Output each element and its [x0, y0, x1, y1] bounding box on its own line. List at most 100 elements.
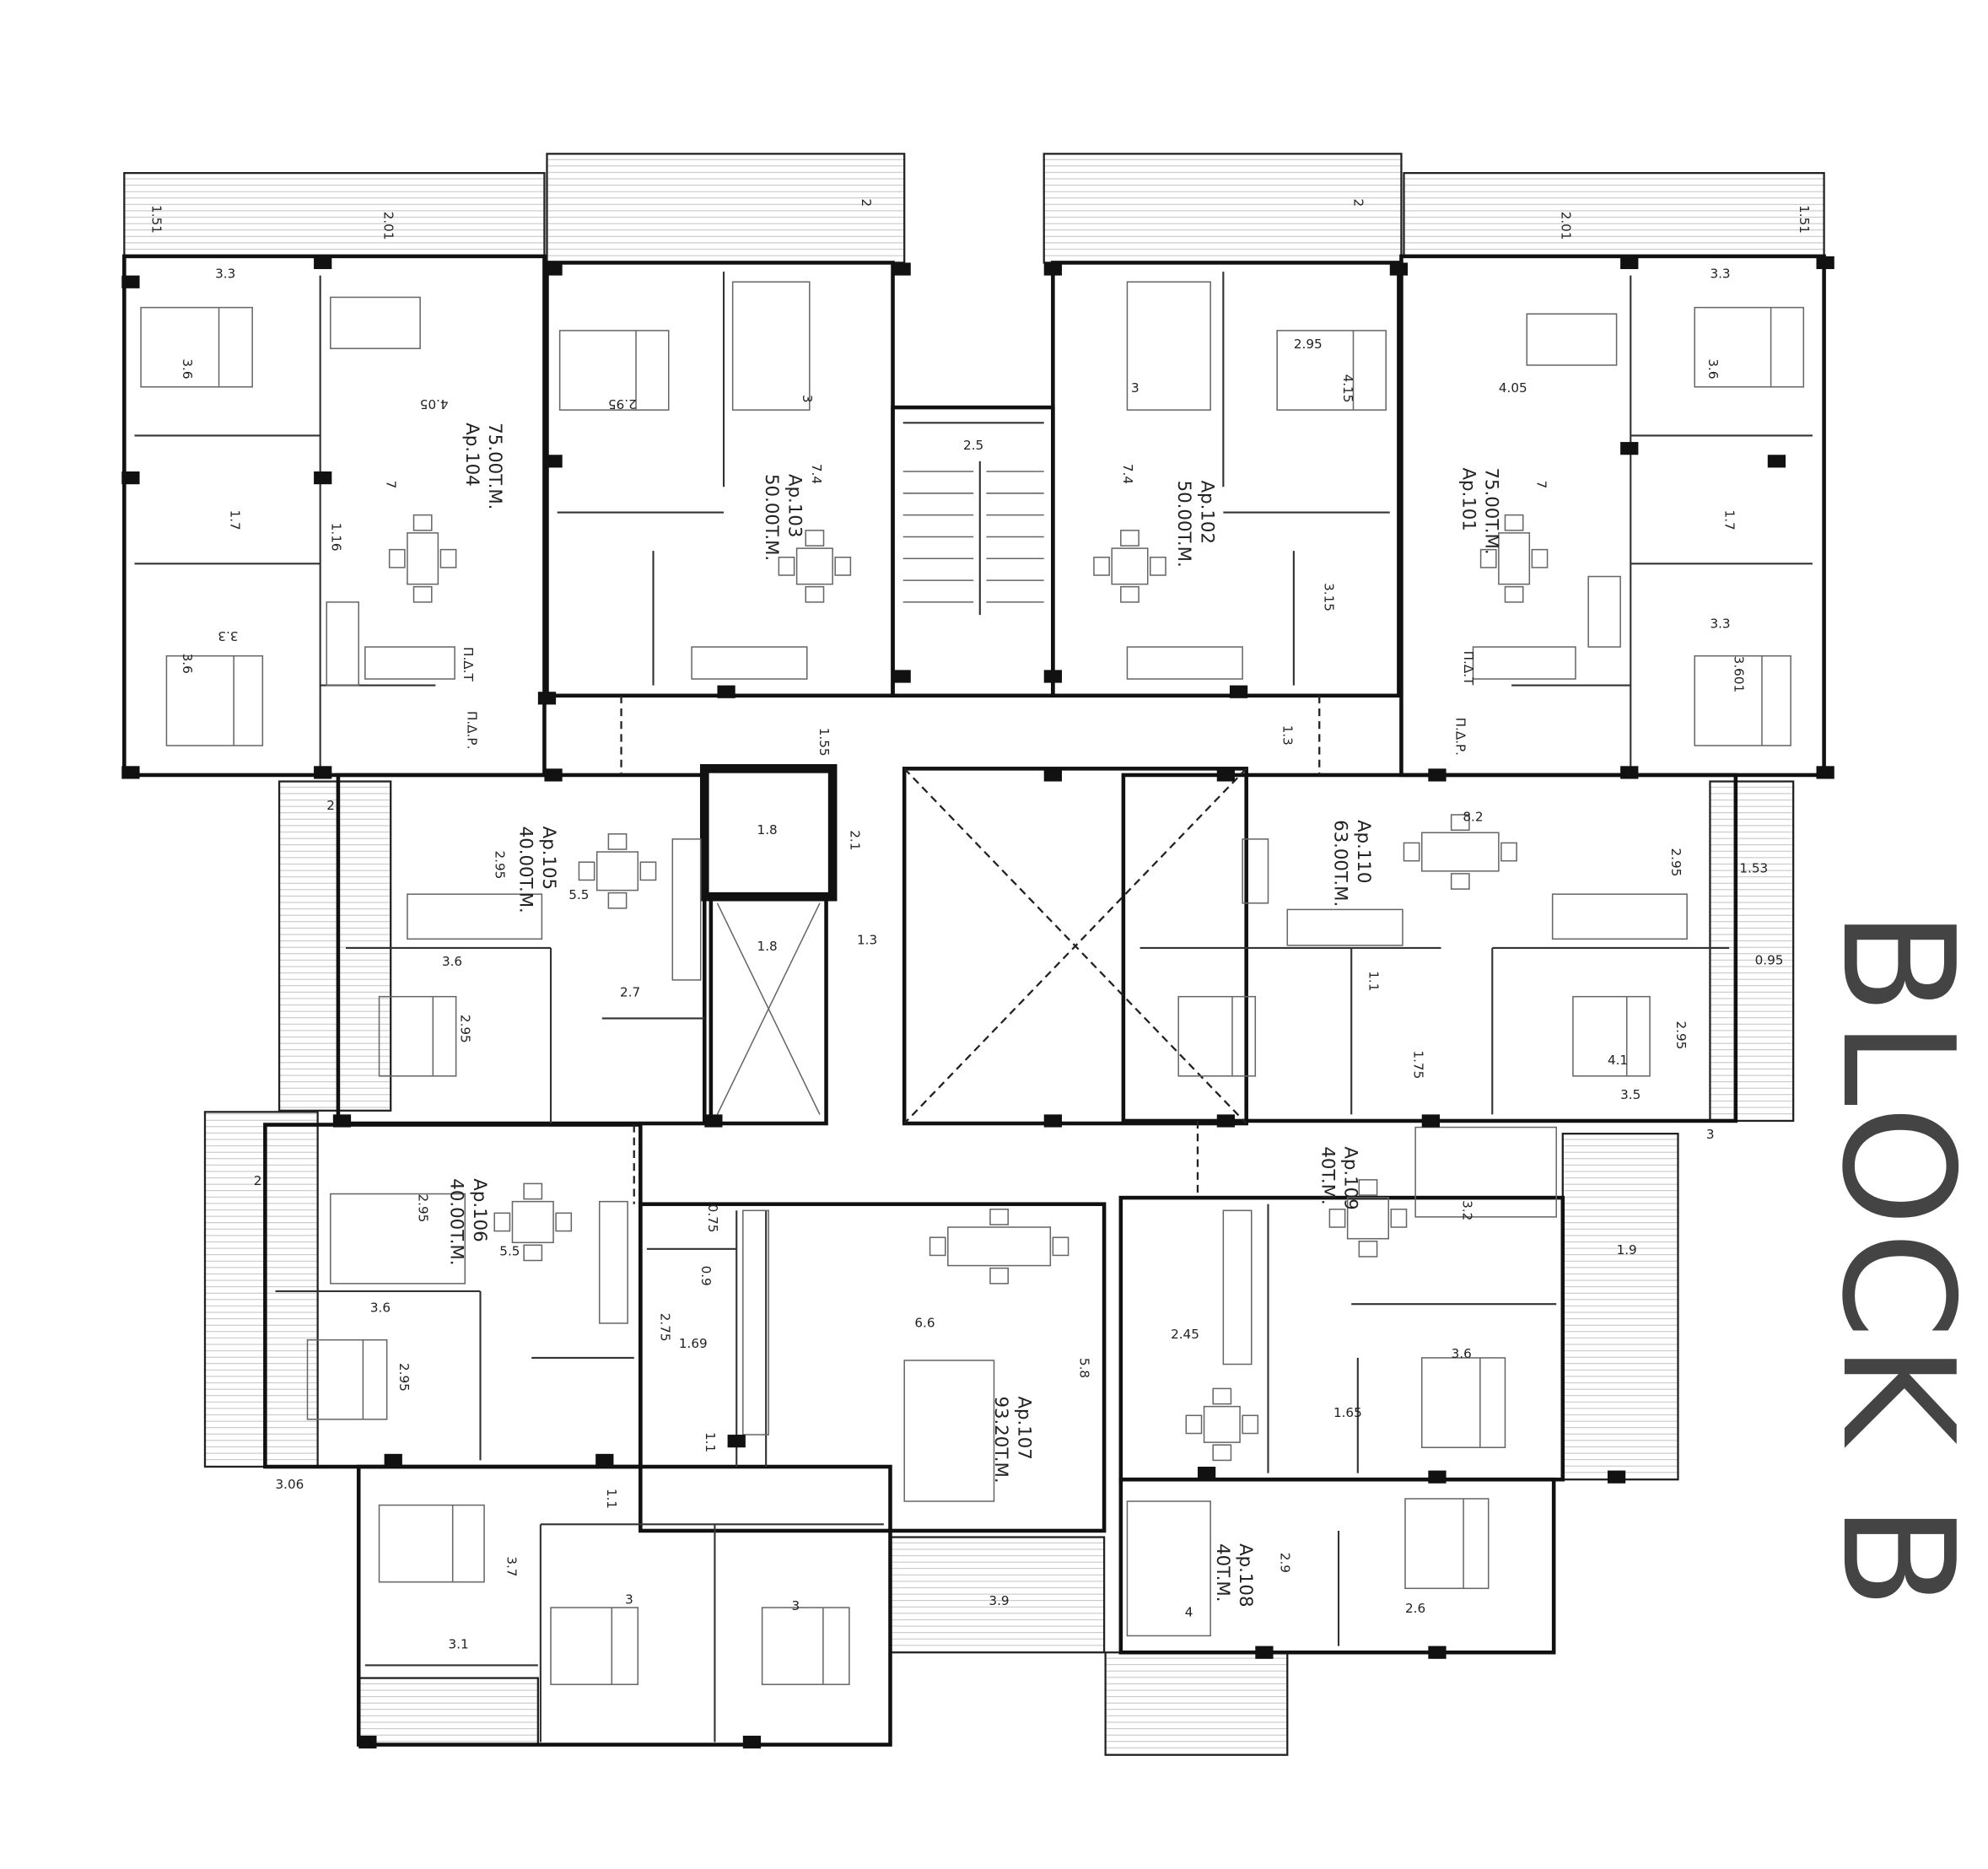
bed — [550, 1607, 639, 1685]
apartment-label: Ap.105 — [538, 827, 559, 890]
dining-table — [1346, 1197, 1390, 1240]
bed — [1177, 995, 1257, 1077]
chair — [1504, 514, 1524, 531]
dimension-label: 0.75 — [705, 1204, 720, 1233]
dimension-label: 1.16 — [328, 523, 343, 552]
bed — [1404, 1498, 1490, 1590]
dining-table — [1420, 832, 1500, 872]
structural-pillar — [1428, 1645, 1447, 1659]
dimension-label: 0.95 — [1755, 953, 1784, 968]
chair — [834, 556, 852, 576]
structural-pillar — [1620, 442, 1639, 455]
bed — [165, 654, 264, 746]
chair — [1450, 873, 1470, 890]
kitchen-counter — [1286, 908, 1403, 946]
apartment-area: 40.00T.M. — [515, 827, 536, 913]
dimension-label: 1.7 — [227, 510, 242, 531]
bed — [1694, 654, 1791, 746]
dimension-label: 3 — [792, 1598, 800, 1613]
apartment-label: Ap.103 — [784, 474, 805, 537]
kitchen-counter — [1587, 575, 1621, 648]
dimension-label: 7.4 — [809, 464, 824, 484]
structural-pillar — [121, 275, 140, 288]
chair — [1390, 1208, 1408, 1228]
dimension-label: 2.95 — [396, 1363, 412, 1392]
apartment-label: Ap.102 — [1197, 481, 1218, 544]
dimension-label: 3.6 — [180, 654, 195, 674]
dimension-label: 3.1 — [449, 1637, 469, 1652]
apartment-label: Ap.109 — [1340, 1146, 1361, 1209]
dimension-label: 1.9 — [1617, 1242, 1637, 1258]
sofa — [1551, 893, 1688, 940]
kitchen-counter — [1126, 646, 1243, 680]
dimension-label: 2.95 — [458, 1015, 473, 1043]
dimension-label: 5.5 — [499, 1243, 520, 1258]
structural-pillar — [1043, 670, 1062, 683]
dimension-label: П.Δ.Р. — [464, 711, 479, 749]
structural-pillar — [314, 766, 332, 779]
structural-pillar — [1197, 1467, 1216, 1480]
dimension-label: 3.601 — [1731, 656, 1746, 692]
dimension-label: 2.75 — [658, 1313, 673, 1342]
chair — [523, 1182, 543, 1200]
chair — [1450, 814, 1470, 831]
dimension-label: 3.9 — [989, 1593, 1009, 1608]
dimension-label: 2.95 — [416, 1194, 431, 1223]
chair — [805, 585, 825, 603]
structural-pillar — [1229, 685, 1248, 698]
dimension-label: 3.3 — [218, 628, 238, 644]
structural-pillar — [892, 262, 911, 276]
dimension-label: 2 — [326, 798, 335, 813]
dimension-label: 2.95 — [608, 396, 637, 412]
dimension-label: 2.5 — [963, 438, 983, 453]
dimension-label: 1.53 — [1739, 860, 1768, 875]
chair — [523, 1244, 543, 1262]
apartment-labels: 75.00T.M.Ap.104Ap.10350.00T.M.Ap.10250.0… — [446, 423, 1502, 1607]
chair — [929, 1236, 946, 1257]
dimension-label: 5.8 — [1076, 1358, 1091, 1378]
dimension-label: 1.1 — [604, 1489, 619, 1509]
dimension-label: 5.5 — [568, 887, 589, 902]
dimension-label: 1.69 — [679, 1336, 708, 1351]
dimension-label: 3.5 — [1620, 1087, 1641, 1102]
structural-pillar — [1816, 256, 1834, 270]
dimension-label: 1.65 — [1333, 1405, 1362, 1420]
dining-table — [511, 1200, 554, 1244]
kitchen-counter — [1242, 838, 1269, 904]
dimension-label: 3 — [800, 395, 815, 403]
chair — [1358, 1179, 1378, 1196]
structural-pillar — [544, 262, 563, 276]
dimension-label: 4.05 — [1499, 380, 1527, 396]
structural-pillar — [314, 471, 332, 485]
dimension-label: 3.6 — [1705, 358, 1721, 379]
dimension-label: 0.9 — [698, 1266, 714, 1286]
apartment-area: 93.20T.M. — [990, 1396, 1011, 1483]
bed — [1276, 330, 1387, 411]
dimension-label: 2.9 — [1278, 1553, 1293, 1573]
dimension-label: 3.3 — [1710, 616, 1730, 631]
sofa — [903, 1360, 995, 1502]
staircase — [902, 422, 1044, 616]
dining-table — [1498, 532, 1531, 585]
structural-pillar — [1620, 766, 1639, 779]
structural-pillar — [892, 670, 911, 683]
structural-pillar — [537, 692, 557, 705]
chair — [1212, 1387, 1232, 1405]
chair — [607, 891, 628, 909]
bed — [378, 995, 457, 1077]
chair — [1093, 556, 1110, 576]
dimension-label: 2 — [859, 199, 874, 207]
dimension-label: 1.8 — [757, 822, 778, 838]
structural-pillar — [704, 1114, 723, 1128]
chair — [989, 1208, 1009, 1225]
chair — [1212, 1444, 1232, 1462]
chair — [1531, 548, 1549, 568]
apartment-label: Ap.108 — [1235, 1543, 1256, 1607]
apartment-area: Ap.101 — [1457, 467, 1479, 531]
dimension-label: 2.95 — [1668, 848, 1684, 876]
dining-table — [795, 547, 833, 585]
structural-pillar — [1043, 768, 1062, 782]
apartment-area: 40T.M. — [1317, 1146, 1338, 1204]
chair — [805, 530, 825, 547]
